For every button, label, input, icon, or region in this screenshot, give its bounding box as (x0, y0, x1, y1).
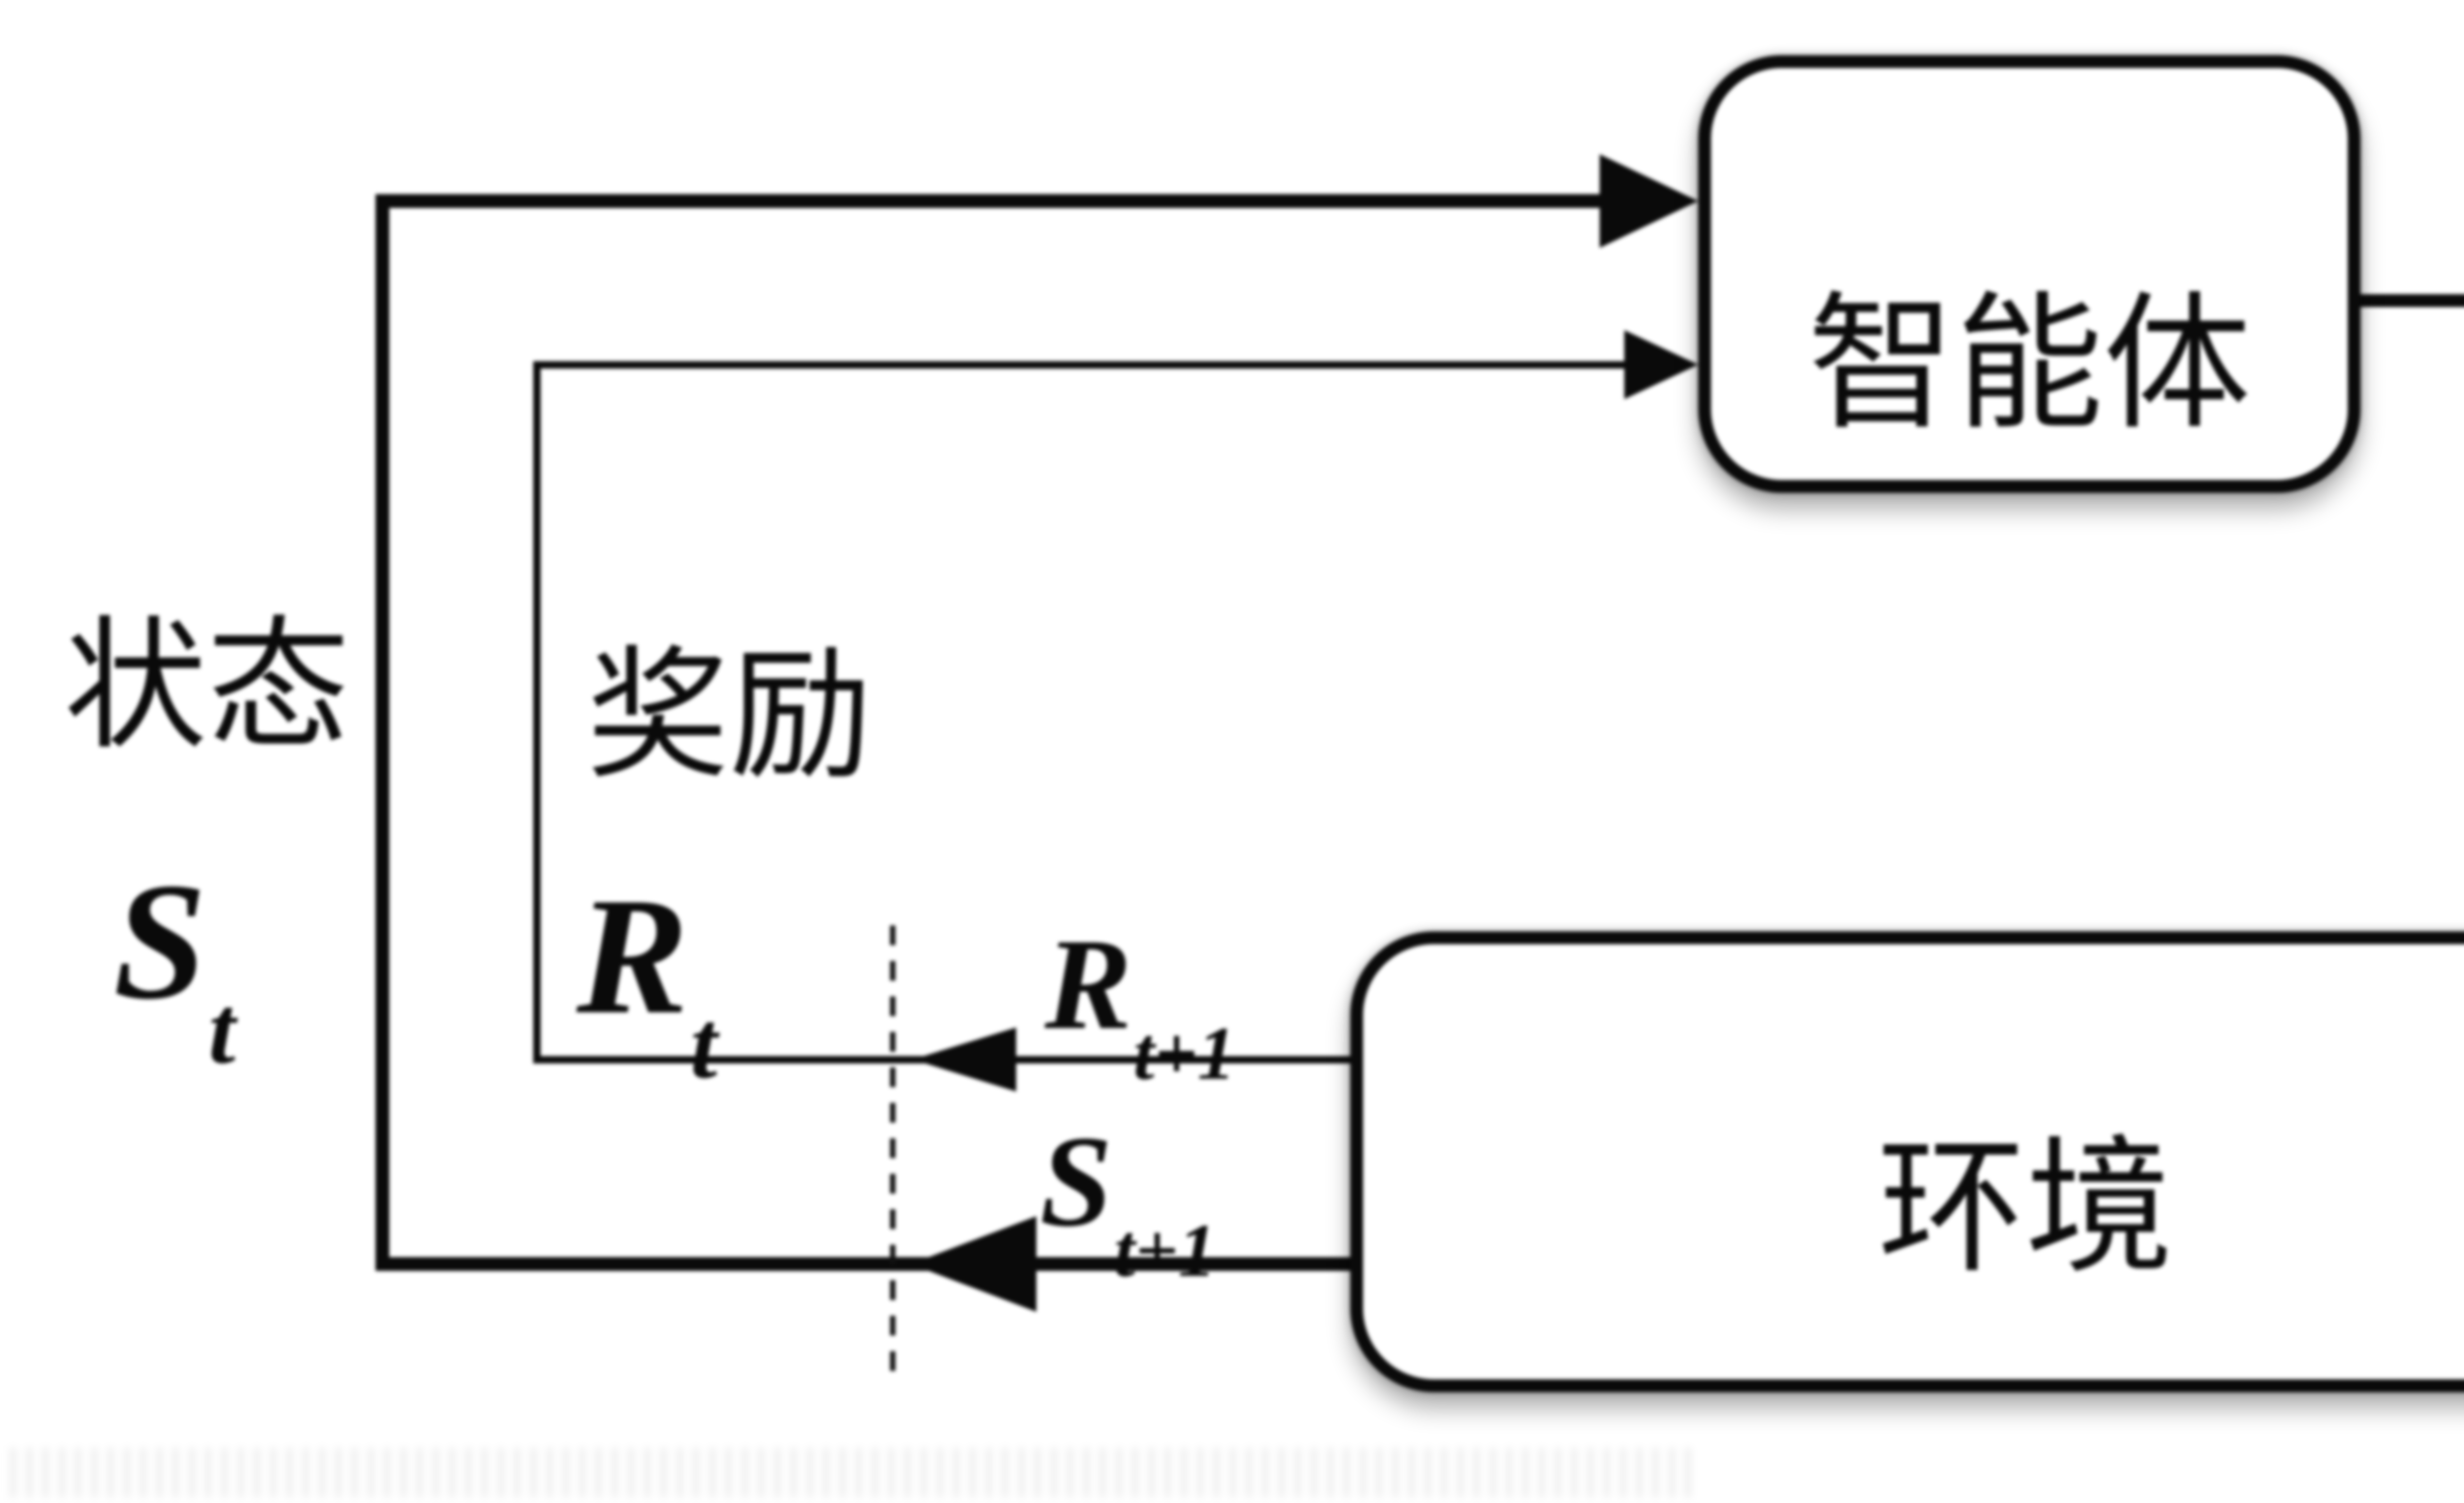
reward-next-subscript: t+1 (1133, 1012, 1235, 1096)
time-step-boundary-dashed-line (890, 925, 895, 1386)
reward-next-letter: R (1045, 912, 1132, 1057)
reward-next-symbol: Rt+1 (1045, 919, 1235, 1092)
state-symbol: St (113, 857, 236, 1079)
state-next-symbol: St+1 (1040, 1116, 1216, 1289)
agent-box-label: 智能体 (1808, 283, 2251, 447)
reward-line-top (533, 361, 1626, 369)
environment-box-label: 环境 (1878, 1127, 2173, 1291)
state-symbol-subscript: t (208, 976, 236, 1084)
reward-symbol: Rt (577, 872, 718, 1093)
state-line-bottom (376, 1257, 1350, 1271)
state-line-left (376, 194, 389, 1271)
state-next-arrowhead-icon (911, 1216, 1036, 1312)
agent-box: 智能体 (1698, 55, 2361, 493)
state-to-agent-arrowhead-icon (1600, 154, 1698, 248)
state-next-letter: S (1040, 1109, 1113, 1254)
environment-box: 环境 (1350, 931, 2464, 1392)
reward-to-agent-arrowhead-icon (1624, 330, 1698, 399)
reward-next-arrowhead-icon (913, 1027, 1016, 1092)
action-line-top (2361, 294, 2464, 307)
state-symbol-letter: S (113, 848, 207, 1034)
state-label-cn: 状态 (64, 608, 350, 766)
cropped-caption-remnant (10, 1448, 1700, 1497)
state-next-subscript: t+1 (1114, 1209, 1216, 1293)
reward-symbol-letter: R (577, 863, 688, 1049)
reward-label-cn: 奖励 (586, 638, 872, 796)
reward-symbol-subscript: t (690, 991, 718, 1099)
state-line-top (376, 194, 1607, 208)
reward-line-left (533, 361, 541, 1063)
